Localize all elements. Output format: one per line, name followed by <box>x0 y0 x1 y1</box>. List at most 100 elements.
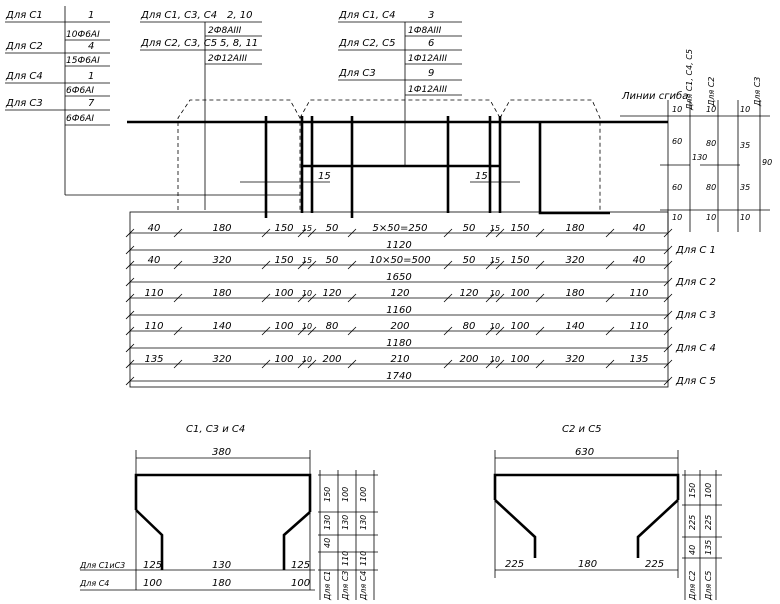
dim: 225 <box>645 559 664 570</box>
side-label: Для С5 <box>704 571 713 601</box>
segment-dim: 110 <box>144 321 163 332</box>
dim: 180 <box>578 559 597 570</box>
segment-dim: 10 <box>490 322 500 331</box>
segment-dim: 100 <box>510 354 529 365</box>
callout-label: Для С1, С4 <box>338 10 395 21</box>
callout-count: 6 <box>428 38 434 49</box>
segment-dim: 120 <box>390 288 409 299</box>
dim: 180 <box>212 578 231 589</box>
segment-dim: 15 <box>490 224 500 233</box>
callout-count: 7 <box>88 98 95 109</box>
segment-dim: 10 <box>490 355 500 364</box>
segment-dim: 150 <box>510 223 529 234</box>
segment-dim: 135 <box>144 354 163 365</box>
callout-rebar: 10Ф6АI <box>66 30 100 40</box>
callout-count: 1 <box>88 10 94 21</box>
segment-dim: 50 <box>326 223 339 234</box>
callout-label: Для С2, С5 <box>338 38 395 49</box>
callout-count: 3 <box>428 10 434 21</box>
dim: 130 <box>341 515 350 530</box>
side-label: Для С4 <box>359 571 368 601</box>
vdim: 60 <box>672 137 682 146</box>
segment-dim: 80 <box>326 321 339 332</box>
segment-dim: 140 <box>565 321 584 332</box>
bend-lines-label: Линии сгиба <box>621 90 688 102</box>
vdim: 35 <box>740 183 750 192</box>
segment-dim: 180 <box>565 288 584 299</box>
segment-dim: 150 <box>274 255 293 266</box>
segment-dim: 10 <box>302 289 312 298</box>
total-dim: 1740 <box>386 371 411 382</box>
callout-rebar: 1Ф8АIII <box>408 26 442 36</box>
dim: 225 <box>505 559 524 570</box>
segment-dim: 15 <box>302 224 312 233</box>
segment-dim: 100 <box>510 288 529 299</box>
callout-count: 1 <box>88 71 94 82</box>
callout-label: Для С2 <box>5 41 43 52</box>
segment-dim: 135 <box>629 354 648 365</box>
vdim: 10 <box>740 105 750 114</box>
dim: 130 <box>323 515 332 530</box>
callout-label: Для С1 <box>5 10 43 21</box>
dim: 100 <box>291 578 310 589</box>
segment-dim: 40 <box>633 223 646 234</box>
callout-count: 9 <box>428 68 434 79</box>
dim: 100 <box>341 487 350 502</box>
vdim: 10 <box>672 105 682 114</box>
row-label: Для С 5 <box>675 376 716 387</box>
vdim: 80 <box>706 139 716 148</box>
dim: 110 <box>359 551 368 566</box>
callout-label: Для С3 <box>5 98 43 109</box>
total-dim: 1120 <box>386 240 411 251</box>
dim: 40 <box>323 538 332 548</box>
segment-dim: 120 <box>322 288 341 299</box>
side-label: Для С1, С4, С5 <box>685 49 694 111</box>
segment-dim: 120 <box>459 288 478 299</box>
dim: 110 <box>341 551 350 566</box>
side-label: Для С2 <box>707 77 716 107</box>
segment-dim: 5×50=250 <box>373 223 428 234</box>
callout-rebar: 1Ф12АIII <box>408 85 447 95</box>
segment-dim: 320 <box>565 354 584 365</box>
dim: 130 <box>212 560 231 571</box>
vdim: 60 <box>672 183 682 192</box>
segment-dim: 40 <box>148 223 161 234</box>
section-left-bottom1-label: Для С1иС3 <box>79 561 125 570</box>
segment-dim: 200 <box>459 354 478 365</box>
segment-dim: 110 <box>629 321 648 332</box>
segment-dim: 200 <box>390 321 409 332</box>
section-right-title: С2 и С5 <box>562 424 602 435</box>
side-label: Для С1 <box>323 571 332 601</box>
side-label: Для С3 <box>341 571 350 601</box>
segment-dim: 320 <box>565 255 584 266</box>
row-label: Для С 4 <box>675 343 716 354</box>
row-label: Для С 2 <box>675 277 716 288</box>
total-dim: 1650 <box>386 272 411 283</box>
segment-dim: 15 <box>490 256 500 265</box>
segment-dim: 110 <box>144 288 163 299</box>
callouts-middle: Для С1, С3, С4 2, 10 2Ф8АIII Для С2, С3,… <box>140 10 262 210</box>
segment-dim: 150 <box>274 223 293 234</box>
segment-dim: 100 <box>274 288 293 299</box>
section-left: С1, С3 и С4 380 Для С1иС3 125 130 125 Дл… <box>79 424 378 601</box>
vdim: 80 <box>706 183 716 192</box>
callouts-left: Для С1 1 10Ф6АI Для С2 4 15Ф6АI Для С4 1… <box>5 6 300 196</box>
dim: 125 <box>143 560 162 571</box>
section-right: С2 и С5 630 225 180 225 150 225 40 100 2… <box>493 424 722 601</box>
segment-dim: 180 <box>565 223 584 234</box>
dim-15-left: 15 <box>318 171 331 182</box>
callout-label: Для С1, С3, С4 <box>140 10 217 21</box>
segment-dim: 40 <box>633 255 646 266</box>
side-label: Для С3 <box>753 77 762 107</box>
segment-dim: 320 <box>212 354 231 365</box>
segment-dim: 180 <box>212 223 231 234</box>
callout-rebar: 15Ф6АI <box>66 56 100 66</box>
segment-dim: 10×50=500 <box>369 255 430 266</box>
section-left-bottom2-label: Для С4 <box>79 579 109 588</box>
segment-dim: 180 <box>212 288 231 299</box>
segment-dim: 100 <box>510 321 529 332</box>
callout-rebar: 2Ф8АIII <box>208 26 242 36</box>
callout-label: Для С3 <box>338 68 376 79</box>
segment-dim: 40 <box>148 255 161 266</box>
total-dim: 1180 <box>386 338 411 349</box>
